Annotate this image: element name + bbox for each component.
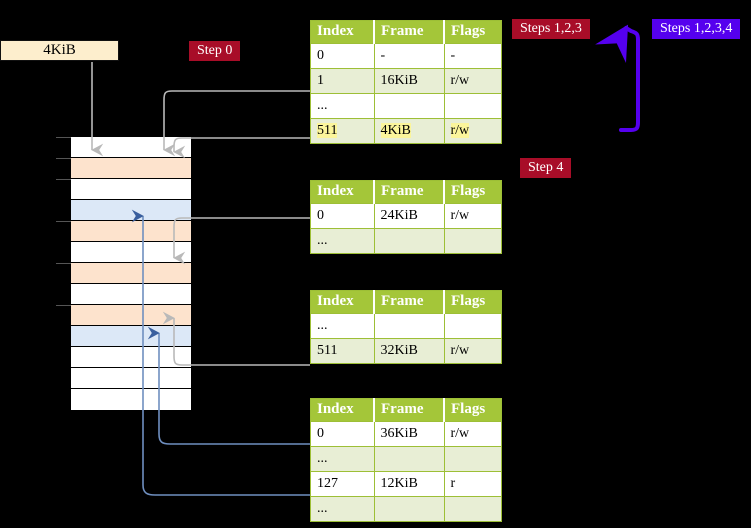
cell-flags bbox=[443, 496, 502, 522]
column-header-frame: Frame bbox=[374, 180, 445, 204]
cell-frame: 12KiB bbox=[373, 471, 445, 497]
cell-flags: r/w bbox=[443, 421, 502, 447]
cell-frame bbox=[373, 313, 445, 339]
connector-memory-to-l4 bbox=[173, 137, 310, 159]
column-header-index: Index bbox=[310, 290, 375, 314]
cell-flags: r/w bbox=[443, 203, 502, 229]
connector-l2-511-to-memory bbox=[162, 311, 310, 366]
cell-frame: 16KiB bbox=[373, 68, 445, 94]
column-header-flags: Flags bbox=[444, 398, 502, 422]
cell-flags: r/w bbox=[443, 118, 502, 144]
cell-index: ... bbox=[310, 313, 375, 339]
column-header-frame: Frame bbox=[374, 398, 445, 422]
memory-frame-row bbox=[71, 242, 191, 263]
cell-frame bbox=[373, 446, 445, 472]
cell-flags bbox=[443, 228, 502, 254]
memory-row-tick bbox=[56, 158, 71, 159]
cell-frame: 36KiB bbox=[373, 421, 445, 447]
memory-frame-row bbox=[56, 305, 191, 326]
column-header-flags: Flags bbox=[444, 180, 502, 204]
connector-l3-0-to-memory bbox=[173, 217, 310, 265]
cell-index: 1 bbox=[310, 68, 375, 94]
table-row: ... bbox=[310, 228, 502, 254]
memory-row-tick bbox=[56, 137, 71, 138]
physical-memory-column bbox=[56, 136, 192, 411]
column-header-frame: Frame bbox=[374, 290, 445, 314]
steps-1-2-3-4-badge: Steps 1,2,3,4 bbox=[652, 19, 741, 40]
steps-bracket-arrow bbox=[595, 24, 640, 132]
memory-frame-row bbox=[71, 326, 191, 347]
cell-index: 511 bbox=[310, 338, 375, 364]
table-row: 0-- bbox=[310, 43, 502, 69]
cell-flags bbox=[443, 313, 502, 339]
step-0-badge: Step 0 bbox=[189, 41, 241, 62]
memory-frame-row bbox=[56, 221, 191, 242]
cell-frame bbox=[373, 496, 445, 522]
memory-frame-row bbox=[56, 158, 191, 179]
memory-frame-row bbox=[71, 368, 191, 389]
cell-frame: 4KiB bbox=[373, 118, 445, 144]
memory-row-tick bbox=[56, 305, 71, 306]
memory-frame-row bbox=[71, 389, 191, 410]
cell-frame: 32KiB bbox=[373, 338, 445, 364]
cell-frame: 24KiB bbox=[373, 203, 445, 229]
table-row: ... bbox=[310, 313, 502, 339]
table-row: ... bbox=[310, 446, 502, 472]
cell-flags: - bbox=[443, 43, 502, 69]
cell-frame bbox=[373, 93, 445, 119]
cell-index: 511 bbox=[310, 118, 375, 144]
cell-index: 0 bbox=[310, 421, 375, 447]
column-header-index: Index bbox=[310, 398, 375, 422]
steps-1-2-3-badge: Steps 1,2,3 bbox=[512, 19, 590, 40]
cell-flags: r bbox=[443, 471, 502, 497]
table-row: ... bbox=[310, 496, 502, 522]
memory-row-tick bbox=[56, 179, 71, 180]
cell-flags: r/w bbox=[443, 338, 502, 364]
column-header-flags: Flags bbox=[444, 290, 502, 314]
memory-size-banner: 4KiB bbox=[0, 40, 119, 61]
cell-index: ... bbox=[310, 228, 375, 254]
memory-row-tick bbox=[56, 221, 71, 222]
step-4-badge: Step 4 bbox=[520, 158, 572, 179]
cell-frame bbox=[373, 228, 445, 254]
cell-flags bbox=[443, 446, 502, 472]
memory-frame-row bbox=[71, 200, 191, 221]
memory-frame-row bbox=[56, 263, 191, 284]
column-header-frame: Frame bbox=[374, 20, 445, 44]
cell-flags bbox=[443, 93, 502, 119]
column-header-index: Index bbox=[310, 20, 375, 44]
memory-size-label: 4KiB bbox=[43, 42, 76, 58]
cell-index: ... bbox=[310, 496, 375, 522]
table-row: ... bbox=[310, 93, 502, 119]
cell-index: ... bbox=[310, 93, 375, 119]
cell-flags: r/w bbox=[443, 68, 502, 94]
cell-index: 0 bbox=[310, 43, 375, 69]
memory-frame-row bbox=[71, 284, 191, 305]
cell-index: 127 bbox=[310, 471, 375, 497]
cell-frame: - bbox=[373, 43, 445, 69]
column-header-flags: Flags bbox=[444, 20, 502, 44]
memory-frame-row bbox=[56, 137, 191, 158]
memory-frame-row bbox=[56, 179, 191, 200]
cell-index: 0 bbox=[310, 203, 375, 229]
memory-row-tick bbox=[56, 263, 71, 264]
cell-index: ... bbox=[310, 446, 375, 472]
column-header-index: Index bbox=[310, 180, 375, 204]
memory-frame-row bbox=[71, 347, 191, 368]
